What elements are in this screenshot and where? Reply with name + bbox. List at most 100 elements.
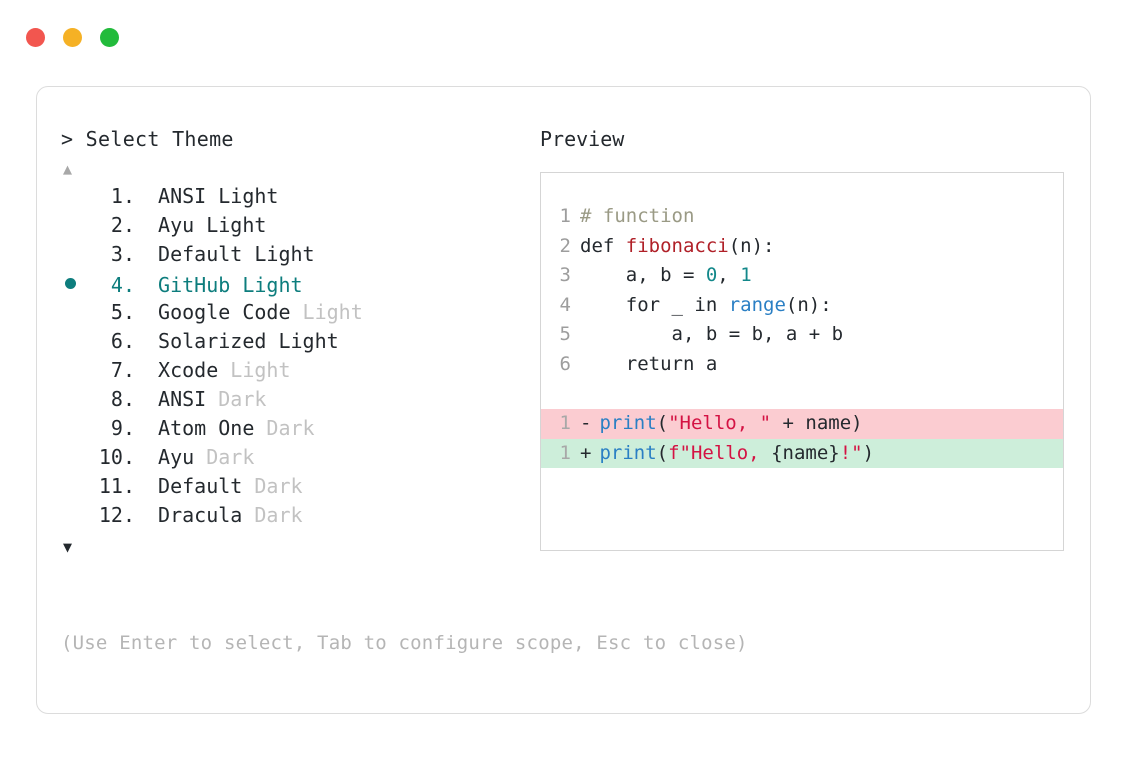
code-line-text: a, b = 0, 1 xyxy=(580,261,1063,291)
code-token: range xyxy=(728,293,786,316)
theme-list-item[interactable]: 11. Default Dark xyxy=(61,474,531,503)
theme-list-item[interactable]: 6. Solarized Light xyxy=(61,329,531,358)
close-dot[interactable] xyxy=(26,28,45,47)
theme-list-item[interactable]: 3. Default Light xyxy=(61,242,531,271)
theme-item-index: 8. xyxy=(110,387,135,411)
code-line-text: a, b = b, a + b xyxy=(580,320,1063,350)
theme-item-variant: Light xyxy=(302,300,363,324)
diff-line-number: 1 xyxy=(559,412,571,434)
preview-box: 1 # function 2 def fibonacci(n): 3 a, b = 0,… xyxy=(540,172,1064,551)
code-line-text: # function xyxy=(580,202,1063,232)
diff-line-text: print(f"Hello, {name}!") xyxy=(599,439,1063,469)
theme-item-variant: Light xyxy=(206,213,267,237)
theme-list-item[interactable]: 4. GitHub Light xyxy=(61,271,531,300)
theme-item-spacer xyxy=(135,329,158,353)
theme-item-spacer xyxy=(135,445,158,469)
code-line-number: 6 xyxy=(559,352,571,375)
code-token: (n): xyxy=(785,293,832,316)
theme-item-name: ANSI xyxy=(158,387,219,411)
theme-item-variant: Light xyxy=(254,242,315,266)
theme-list-item[interactable]: 9. Atom One Dark xyxy=(61,416,531,445)
code-token: return a xyxy=(580,352,718,375)
code-line-number: 3 xyxy=(559,264,571,286)
theme-item-index: 9. xyxy=(110,416,135,440)
preview-label: Preview xyxy=(540,127,625,151)
minimize-dot[interactable] xyxy=(63,28,82,47)
code-spacer xyxy=(541,379,1063,409)
theme-list-item[interactable]: 12. Dracula Dark xyxy=(61,503,531,532)
theme-item-variant: Dark xyxy=(218,387,267,411)
diff-line-del: 1-print("Hello, " + name) xyxy=(541,409,1063,439)
maximize-dot[interactable] xyxy=(100,28,119,47)
selected-bullet-slot xyxy=(61,271,91,300)
theme-item-spacer xyxy=(135,358,158,382)
code-line: 2 def fibonacci(n): xyxy=(541,232,1063,262)
theme-item-variant: Dark xyxy=(254,503,303,527)
theme-item-index: 6. xyxy=(110,329,135,353)
theme-item-spacer xyxy=(135,474,158,498)
code-token: a, b = b, a + b xyxy=(580,323,844,345)
theme-list-item[interactable]: 1. ANSI Light xyxy=(61,184,531,213)
theme-item-spacer xyxy=(135,242,158,266)
theme-item-name: Default xyxy=(158,242,255,266)
theme-item-name: ANSI xyxy=(158,184,219,208)
code-line: 1 # function xyxy=(541,202,1063,232)
theme-item-name: Ayu xyxy=(158,213,207,237)
theme-item-spacer xyxy=(135,184,158,208)
diff-line-text: print("Hello, " + name) xyxy=(599,409,1063,439)
code-line-text: def fibonacci(n): xyxy=(580,232,1063,262)
theme-list-item[interactable]: 8. ANSI Dark xyxy=(61,387,531,416)
diff-line-add: 1 + print(f"Hello, {name}!") xyxy=(541,438,1063,469)
code-line: 6 return a xyxy=(541,350,1063,380)
code-token: f"Hello, xyxy=(668,441,772,464)
code-line-number: 2 xyxy=(559,234,571,257)
theme-item-index: 3. xyxy=(110,242,135,266)
code-token: print xyxy=(599,412,657,434)
code-token: ( xyxy=(656,412,669,434)
code-token: 0 xyxy=(705,264,718,286)
theme-item-name: Atom One xyxy=(158,416,267,440)
code-token: {name} xyxy=(771,441,840,464)
diff-sign: - xyxy=(580,412,592,434)
window-traffic-lights xyxy=(26,28,119,47)
scroll-up-arrow[interactable]: ▲ xyxy=(63,160,73,178)
theme-item-index: 11. xyxy=(98,474,135,498)
theme-item-index: 12. xyxy=(98,503,135,527)
theme-item-variant: Light xyxy=(242,273,303,297)
code-token: (n): xyxy=(728,234,775,257)
theme-item-name: Ayu xyxy=(158,445,207,469)
theme-item-variant: Light xyxy=(230,358,291,382)
theme-list-item[interactable]: 10. Ayu Dark xyxy=(61,445,531,474)
select-theme-prompt: > Select Theme xyxy=(61,127,234,151)
theme-item-spacer xyxy=(135,387,158,411)
diff-sign: + xyxy=(580,441,592,464)
theme-item-variant: Light xyxy=(278,329,339,353)
code-token: def xyxy=(580,234,626,257)
code-token: for _ in xyxy=(580,293,729,316)
theme-item-name: Solarized xyxy=(158,329,279,353)
code-token: ) xyxy=(862,441,875,464)
scroll-down-arrow[interactable]: ▼ xyxy=(63,538,73,556)
theme-list-item[interactable]: 7. Xcode Light xyxy=(61,358,531,387)
theme-item-variant: Dark xyxy=(254,474,303,498)
code-token: print xyxy=(599,441,657,464)
theme-list-item[interactable]: 2. Ayu Light xyxy=(61,213,531,242)
code-token: # function xyxy=(580,205,695,227)
theme-item-index: 4. xyxy=(110,273,135,297)
code-line-text: return a xyxy=(580,350,1063,380)
theme-item-index: 1. xyxy=(110,184,135,208)
theme-item-name: Default xyxy=(158,474,255,498)
diff-line-number: 1 xyxy=(559,441,571,464)
keyboard-hint: (Use Enter to select, Tab to configure s… xyxy=(61,632,748,654)
code-line-number: 1 xyxy=(559,205,571,227)
code-token: 1 xyxy=(740,264,752,286)
theme-item-index: 2. xyxy=(110,213,135,237)
theme-item-spacer xyxy=(135,416,158,440)
code-line-number: 4 xyxy=(559,293,571,316)
code-line-number: 5 xyxy=(559,323,571,345)
theme-item-spacer xyxy=(135,273,158,297)
theme-list-item[interactable]: 5. Google Code Light xyxy=(61,300,531,329)
